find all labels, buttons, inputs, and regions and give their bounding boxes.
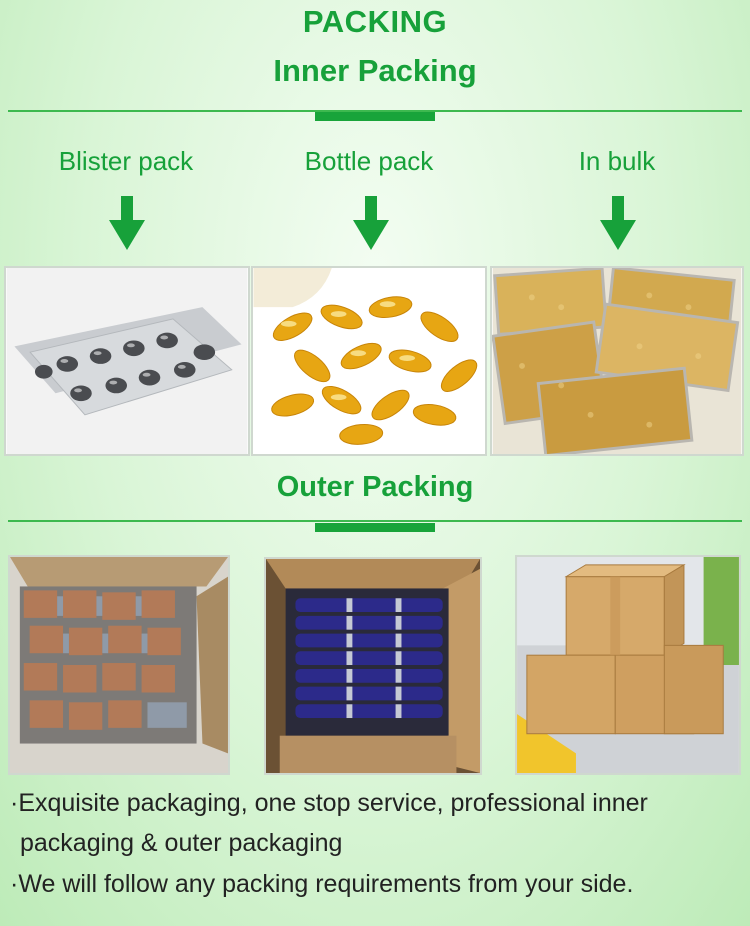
cartons-pallet-image [515, 555, 741, 775]
note-line-3: ·We will follow any packing requirements… [10, 870, 634, 898]
inner-packing-heading: Inner Packing [273, 53, 477, 88]
note-line-1: ·Exquisite packaging, one stop service, … [10, 789, 648, 817]
outer-packing-heading: Outer Packing [276, 471, 474, 503]
page-title: PACKING [302, 4, 448, 39]
arrow-down-icon [353, 196, 389, 250]
label-bottle-pack: Bottle pack [304, 146, 434, 176]
divider-line [8, 520, 742, 522]
arrow-down-icon [600, 196, 636, 250]
carton-bottles-image [264, 557, 482, 775]
divider-accent [315, 523, 435, 532]
label-blister-pack: Blister pack [58, 146, 194, 176]
label-in-bulk: In bulk [578, 146, 656, 176]
bottle-pack-image [251, 266, 487, 456]
arrow-down-icon [109, 196, 145, 250]
blister-pack-image [4, 266, 250, 456]
divider-accent [315, 112, 435, 121]
bulk-pack-image [490, 266, 744, 456]
note-line-2: packaging & outer packaging [20, 829, 343, 857]
carton-blister-image [8, 555, 230, 775]
divider-line [8, 110, 742, 112]
